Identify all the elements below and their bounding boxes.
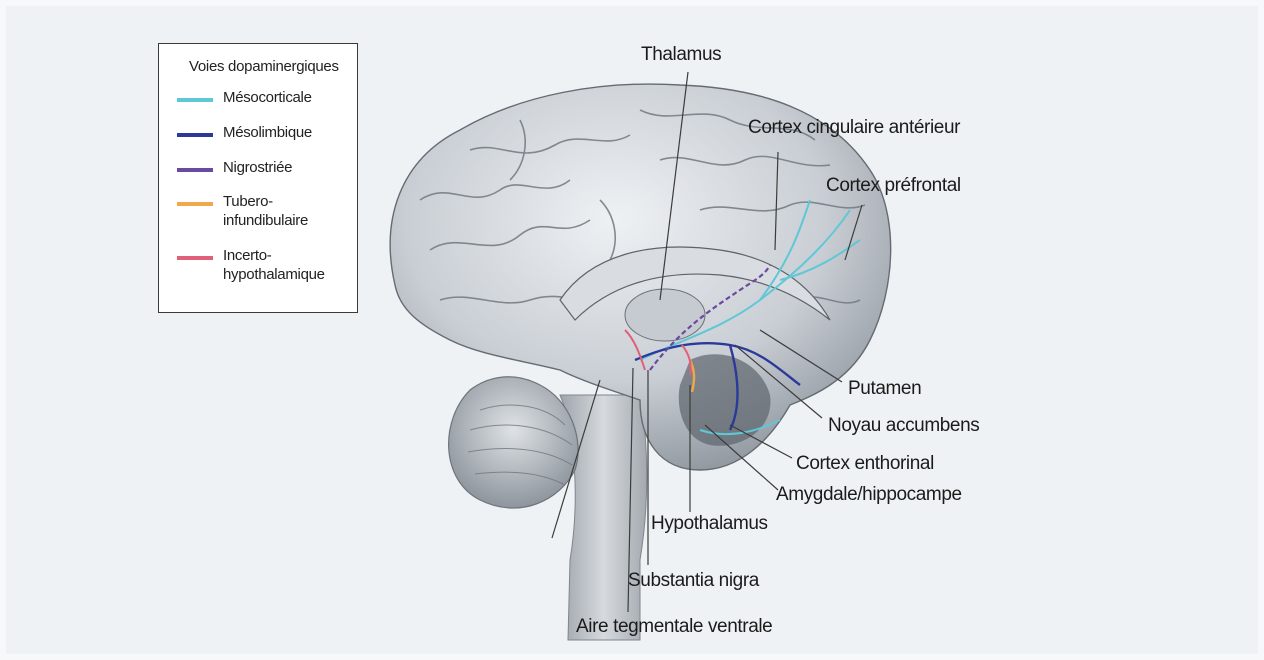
legend-swatch-mesolimbic [177,133,213,137]
legend-item-mesocortical: Mésocorticale [177,88,355,128]
label-noyau-accumbens: Noyau accumbens [828,415,979,437]
label-aire-tegmentale: Aire tegmentale ventrale [576,616,772,638]
legend-label-mesocortical: Mésocorticale [223,88,312,107]
label-amygdale: Amygdale/hippocampe [776,484,962,506]
label-putamen: Putamen [848,378,921,400]
label-substantia-nigra: Substantia nigra [628,570,759,592]
thalamus-region [625,289,705,341]
label-hypothalamus: Hypothalamus [651,513,768,535]
label-thalamus: Thalamus [641,44,721,66]
legend-swatch-mesocortical [177,98,213,102]
legend-label-nigrostriatal: Nigrostriée [223,158,292,177]
legend-item-incertohypothalamic: Incerto- hypothalamique [177,246,355,286]
cerebellum [449,377,578,508]
legend-label-tuberoinfundibular: Tubero- infundibulaire [223,192,308,230]
label-cortex-cingulaire: Cortex cingulaire antérieur [748,117,960,139]
legend-item-mesolimbic: Mésolimbique [177,123,355,163]
legend-swatch-tuberoinfundibular [177,202,213,206]
legend-label-incertohypothalamic: Incerto- hypothalamique [223,246,325,284]
legend-label-mesolimbic: Mésolimbique [223,123,312,142]
label-cortex-enthorinal: Cortex enthorinal [796,453,934,475]
legend: Voies dopaminergiques Mésocorticale Méso… [158,43,358,313]
legend-title: Voies dopaminergiques [189,58,339,75]
label-cortex-prefrontal: Cortex préfrontal [826,175,961,197]
legend-swatch-nigrostriatal [177,168,213,172]
legend-item-tuberoinfundibular: Tubero- infundibulaire [177,192,355,232]
legend-swatch-incertohypothalamic [177,256,213,260]
